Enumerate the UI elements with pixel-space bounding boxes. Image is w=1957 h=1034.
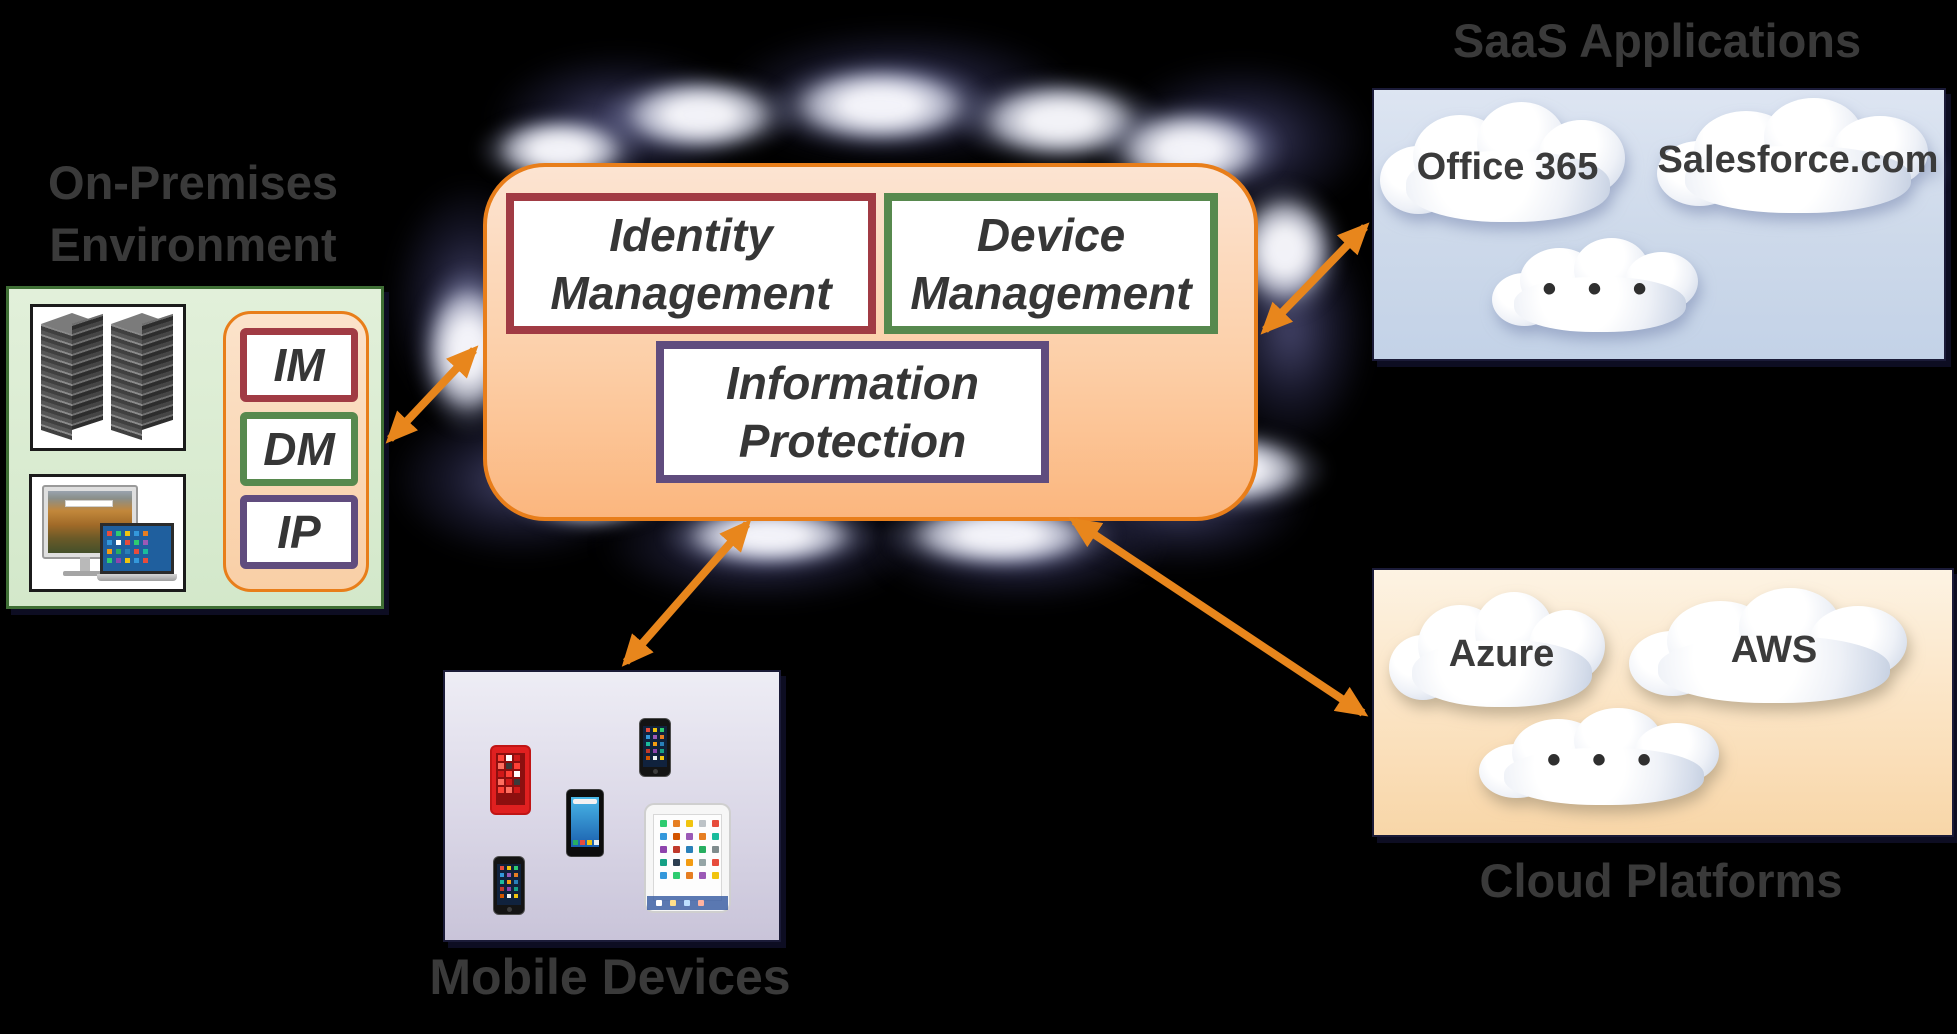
office-365-cloud: Office 365 [1380,102,1635,232]
aws-label: AWS [1730,629,1818,671]
azure-label: Azure [1448,633,1555,675]
server-rack-image [41,311,103,443]
salesforce-label: Salesforce.com [1657,139,1939,181]
android-phone-image [567,790,603,856]
on-premises-title: On-Premises Environment [48,156,338,271]
identity-management-label: Identity Management [550,208,832,319]
arrow-on-premises-hub [385,345,479,444]
aws-cloud: AWS [1629,588,1919,713]
server-rack-card [30,304,186,451]
office-365-label: Office 365 [1416,145,1599,188]
saas-panel: Office 365 Salesforce.com • • • [1372,88,1946,361]
platforms-more-label: • • • [1546,738,1662,782]
dm-badge-label: DM [263,423,335,475]
arrow-hub-mobile [621,519,752,667]
information-protection-box: Information Protection [656,341,1049,483]
dm-badge: DM [240,412,358,486]
on-premises-capability-badges: IM DM IP [223,311,369,592]
mobile-devices-panel [443,670,781,942]
on-premises-panel: IM DM IP [6,286,384,609]
platforms-more-cloud: • • • [1479,708,1729,813]
cloud-platforms-title: Cloud Platforms [1479,854,1843,907]
server-rack-image [111,311,173,443]
mobile-devices-title: Mobile Devices [429,949,791,1005]
arrow-hub-saas [1260,222,1370,335]
information-protection-label: Information Protection [726,357,979,467]
laptop-image [97,523,177,581]
windows-phone-image [492,747,529,813]
device-management-label: Device Management [910,208,1192,319]
saas-more-label: • • • [1542,266,1657,311]
saas-more-cloud: • • • [1492,238,1707,340]
im-badge-label: IM [273,339,325,391]
desktop-monitor-image [42,485,138,559]
arrow-hub-platforms [1068,517,1369,717]
saas-title: SaaS Applications [1452,14,1862,67]
azure-cloud: Azure [1389,592,1614,717]
cloud-puff [600,70,800,160]
cloud-puff [955,73,1165,168]
cloud-platforms-panel: Azure AWS • • • [1372,568,1954,837]
iphone-image [494,857,524,914]
im-badge: IM [240,328,358,402]
ip-badge: IP [240,495,358,569]
ip-badge-label: IP [277,506,321,558]
ipad-image [646,805,729,911]
cloud-puff [720,25,1080,165]
hub-panel: Identity Management Device Management In… [483,163,1258,521]
cloud-puff [765,58,995,153]
identity-management-box: Identity Management [506,193,876,334]
salesforce-cloud: Salesforce.com [1657,98,1939,223]
device-management-box: Device Management [884,193,1218,334]
pc-card [29,474,186,592]
iphone-image [640,719,670,776]
